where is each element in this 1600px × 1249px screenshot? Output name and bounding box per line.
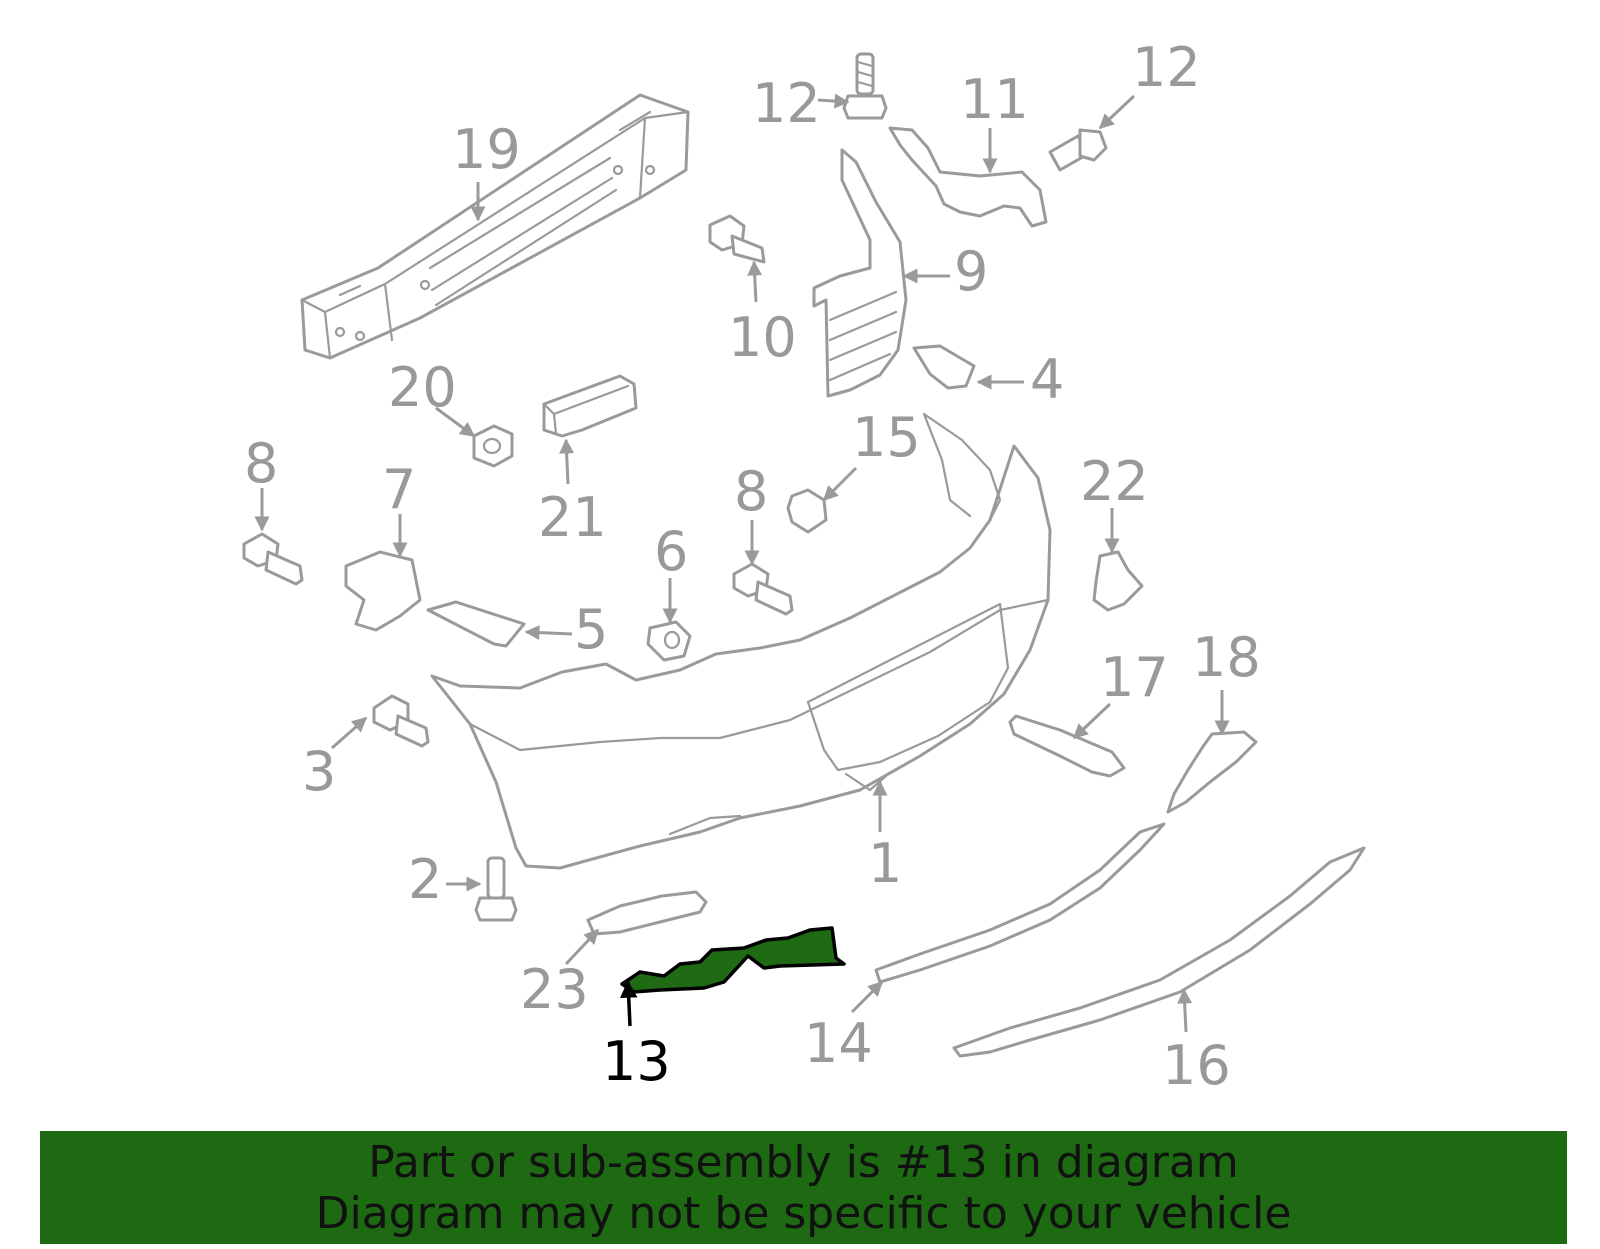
part-23-reflector bbox=[586, 890, 708, 936]
part-20-nut bbox=[472, 424, 514, 468]
part-10-bolt bbox=[708, 214, 766, 264]
part-1-bumper-cover bbox=[430, 412, 1052, 870]
part-9-side-bracket bbox=[812, 148, 908, 398]
callout-2: 2 bbox=[408, 848, 442, 911]
callout-3: 3 bbox=[302, 740, 336, 803]
part-19-reinforcement-beam bbox=[300, 93, 690, 360]
callout-4: 4 bbox=[1030, 348, 1064, 411]
callout-8-left: 8 bbox=[244, 432, 278, 495]
callout-12-left: 12 bbox=[752, 72, 821, 135]
part-2-bolt bbox=[474, 856, 518, 922]
callout-17: 17 bbox=[1100, 646, 1169, 709]
banner-line-2: Diagram may not be specific to your vehi… bbox=[315, 1188, 1292, 1239]
part-5-plate bbox=[426, 600, 526, 648]
part-8-bolt-left bbox=[242, 532, 304, 586]
part-12-bolt-right bbox=[1048, 128, 1108, 172]
part-22-clip bbox=[1092, 550, 1144, 612]
part-8-bolt-middle bbox=[732, 562, 794, 616]
callout-9: 9 bbox=[954, 240, 988, 303]
callout-labels: 19 12 12 11 9 10 4 20 21 8 7 15 8 6 22 5… bbox=[244, 36, 1261, 1097]
callout-12-right: 12 bbox=[1132, 36, 1201, 99]
part-4-small-bracket bbox=[912, 344, 976, 390]
part-13-highlighted-bracket bbox=[620, 926, 846, 994]
callout-10: 10 bbox=[728, 306, 797, 369]
banner-line-1: Part or sub-assembly is #13 in diagram bbox=[368, 1137, 1239, 1188]
callout-19: 19 bbox=[452, 118, 521, 181]
callout-20: 20 bbox=[388, 356, 457, 419]
callout-11: 11 bbox=[960, 68, 1029, 131]
part-6-clip bbox=[646, 620, 692, 662]
part-14-lower-trim bbox=[874, 822, 1166, 984]
callout-18: 18 bbox=[1192, 626, 1261, 689]
part-3-bolt bbox=[372, 694, 430, 748]
info-banner: Part or sub-assembly is #13 in diagram D… bbox=[40, 1131, 1567, 1244]
part-15-clip bbox=[786, 488, 828, 534]
callout-arrows bbox=[254, 93, 1230, 1033]
part-7-bracket bbox=[344, 550, 422, 632]
part-21-bracket bbox=[542, 374, 638, 438]
callout-6: 6 bbox=[654, 520, 688, 583]
part-17-strip bbox=[1008, 714, 1126, 778]
callout-15: 15 bbox=[852, 406, 921, 469]
callout-16: 16 bbox=[1162, 1034, 1231, 1097]
part-18-bracket bbox=[1166, 730, 1258, 814]
callout-5: 5 bbox=[574, 598, 608, 661]
callout-14: 14 bbox=[804, 1012, 873, 1075]
callout-8-middle: 8 bbox=[734, 460, 768, 523]
part-11-bracket bbox=[888, 126, 1048, 228]
callout-13-highlighted: 13 bbox=[602, 1030, 671, 1093]
callout-1: 1 bbox=[868, 832, 902, 895]
callout-7: 7 bbox=[382, 458, 416, 521]
part-12-bolt-upper bbox=[842, 52, 888, 120]
callout-22: 22 bbox=[1080, 450, 1149, 513]
part-16-lower-valance bbox=[952, 846, 1366, 1058]
callout-23: 23 bbox=[520, 958, 589, 1021]
callout-21: 21 bbox=[538, 486, 607, 549]
